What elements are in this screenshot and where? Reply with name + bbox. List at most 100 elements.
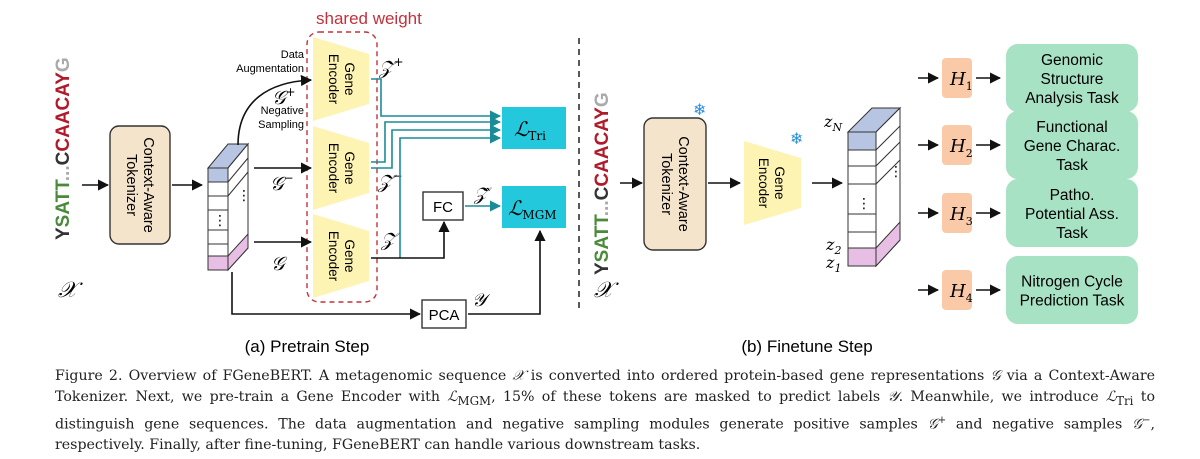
svg-text:Tokenizer: Tokenizer <box>123 154 139 216</box>
ft-encoder: Gene Encoder <box>744 141 801 225</box>
head-label-4: H4 <box>949 281 973 305</box>
ft-x-symbol: 𝒳 <box>594 278 619 303</box>
z-plus-label: 𝒵+ <box>378 55 404 79</box>
data-aug-label-2: Augmentation <box>236 63 304 75</box>
encoder-middle: Gene Encoder <box>313 126 369 210</box>
fc-box <box>422 191 464 221</box>
ft-tokenizer-box <box>643 117 707 251</box>
encoder-bottom: Gene Encoder <box>313 214 369 298</box>
head-label-1: H1 <box>949 69 973 93</box>
svg-text:Context-Aware: Context-Aware <box>140 137 156 233</box>
arrow-matrix-to-pca <box>231 272 422 320</box>
task-text-3-2: Potential Ass. <box>1025 206 1119 223</box>
arrow-z-to-tri <box>399 132 502 258</box>
task-text-1-2: Structure <box>1041 71 1104 88</box>
svg-text:Encoder: Encoder <box>756 158 771 209</box>
seq-satt: SATT <box>53 179 74 228</box>
head-box-4 <box>942 270 972 310</box>
seq-y: Y <box>53 227 74 240</box>
task-box-1 <box>1006 44 1138 112</box>
head-label-3: H3 <box>949 204 973 228</box>
task-text-3-3: Task <box>1056 225 1088 242</box>
loss-tri-label: ℒTri <box>514 117 546 143</box>
svg-text:Gene: Gene <box>342 151 357 184</box>
arrow-z-minus2-to-tri <box>371 124 502 169</box>
tokenizer-box <box>109 125 171 245</box>
ft-gene-matrix: ⋮ ⋮ <box>846 106 903 268</box>
zN-label: zN <box>823 112 842 134</box>
svg-text:⋮: ⋮ <box>889 163 903 179</box>
loss-mgm-box <box>502 186 566 228</box>
z-hat-label: 𝒵̂ <box>473 184 492 205</box>
y-label: 𝒴 <box>472 290 491 311</box>
svg-text:⋮: ⋮ <box>857 195 871 211</box>
neg-samp-label-2: Sampling <box>258 119 304 131</box>
svg-text:⋮: ⋮ <box>213 212 227 228</box>
seq-c: C <box>53 151 74 165</box>
gene-matrix: ⋮ ⋮ <box>206 142 251 272</box>
svg-text:Encoder: Encoder <box>326 231 341 282</box>
svg-text:YSATT...CCAACAYG: YSATT...CCAACAYG <box>53 57 74 240</box>
task-text-2-3: Task <box>1056 157 1088 174</box>
seq-caacay: CAACAY <box>53 72 74 152</box>
task-text-1-1: Genomic <box>1041 52 1103 69</box>
z2-label: z2 <box>825 235 841 257</box>
tokenizer-label: Context-Aware Tokenizer <box>123 137 156 233</box>
loss-tri-box <box>502 107 566 149</box>
z1-label: z1 <box>825 253 841 275</box>
svg-text:Gene: Gene <box>342 62 357 95</box>
neg-samp-label-1: Negative <box>261 105 304 117</box>
task-text-3-1: Patho. <box>1050 187 1095 204</box>
head-box-1 <box>942 58 972 98</box>
finetune-title: (b) Finetune Step <box>741 337 872 356</box>
figure-caption: Figure 2. Overview of FGeneBERT. A metag… <box>55 368 1155 454</box>
pca-box <box>421 299 467 329</box>
task-text-2-2: Gene Charac. <box>1024 138 1121 155</box>
encoder-top: Gene Encoder <box>313 37 369 121</box>
arrow-pca-to-mgm <box>468 229 546 315</box>
finetune-sequence: YSATT...CCAACAYG <box>592 92 613 275</box>
g-minus-label: 𝒢− <box>270 171 294 195</box>
svg-text:Gene: Gene <box>772 166 787 199</box>
arrow-to-encoder-top <box>237 74 313 146</box>
head-box-3 <box>942 193 972 233</box>
svg-text:Encoder: Encoder <box>326 143 341 194</box>
seq-g: G <box>53 57 74 72</box>
z-label: 𝒵 <box>380 229 400 251</box>
arrow-z-to-fc <box>371 220 450 259</box>
svg-text:Context-Aware: Context-Aware <box>675 136 691 232</box>
shared-weight-label: shared weight <box>316 9 422 28</box>
arrow-z-minus-to-tri <box>371 116 502 163</box>
loss-mgm-label: ℒMGM <box>508 196 557 222</box>
fc-label: FC <box>433 199 453 216</box>
svg-text:Encoder: Encoder <box>326 54 341 105</box>
pretrain-title: (a) Pretrain Step <box>245 337 370 356</box>
x-symbol: 𝒳 <box>58 278 83 303</box>
task-text-4-1: Nitrogen Cycle <box>1021 274 1123 291</box>
arrow-z-plus-to-tri <box>371 78 502 122</box>
z-minus-label: 𝒵− <box>377 169 403 193</box>
data-aug-label-1: Data <box>281 49 305 61</box>
seq-dots: ... <box>53 165 74 181</box>
task-box-2 <box>1006 111 1138 179</box>
g-label: 𝒢 <box>271 253 288 275</box>
pretrain-sequence: YSATT...CCAACAYG <box>53 57 74 240</box>
svg-text:Gene: Gene <box>342 239 357 272</box>
task-text-1-3: Analysis Task <box>1025 90 1119 107</box>
task-text-2-1: Functional <box>1036 119 1108 136</box>
task-box-4 <box>1006 256 1138 324</box>
task-box-3 <box>1006 179 1138 247</box>
head-label-2: H2 <box>949 136 973 160</box>
svg-text:⋮: ⋮ <box>237 187 251 203</box>
svg-text:Tokenizer: Tokenizer <box>658 153 674 215</box>
ft-tokenizer-label: Context-Aware Tokenizer <box>658 136 691 232</box>
tokenizer-frozen-icon: ❄ <box>693 102 706 119</box>
g-plus-label: 𝒢+ <box>272 85 296 109</box>
encoder-frozen-icon: ❄ <box>790 131 803 148</box>
pca-label: PCA <box>429 307 460 324</box>
svg-text:YSATT...CCAACAYG: YSATT...CCAACAYG <box>592 92 613 275</box>
head-box-2 <box>942 125 972 165</box>
task-text-4-2: Prediction Task <box>1020 293 1125 310</box>
